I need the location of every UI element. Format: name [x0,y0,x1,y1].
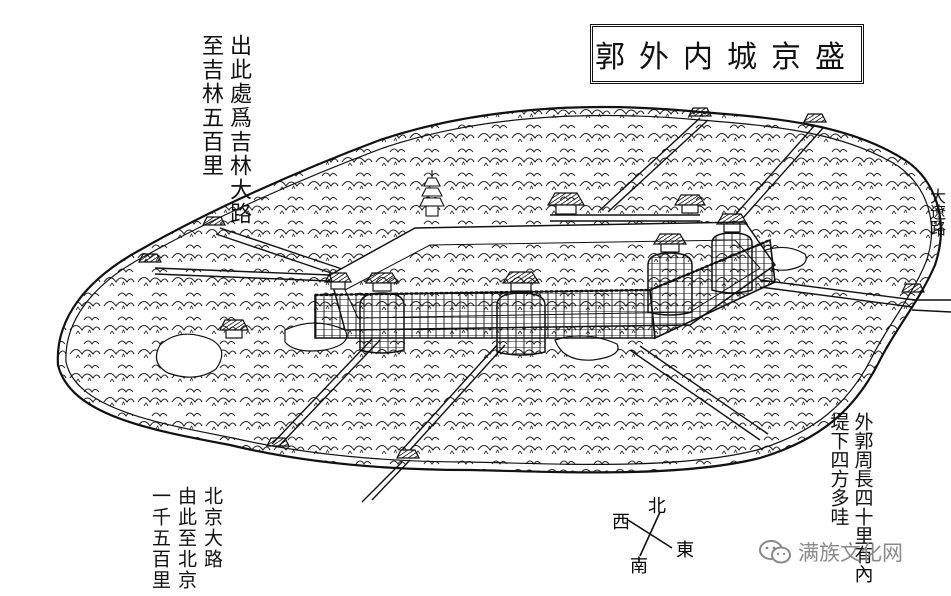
compass-north: 北 [648,496,666,517]
watermark-text: 满族文化网 [798,541,903,565]
east-road-label: 大遼路 [927,188,946,236]
title-cartouche: 盛京城内外郭 [590,24,864,84]
map-title: 盛京城内外郭 [595,40,859,75]
beijing-road-note-col1: 北京大路 [201,486,223,570]
compass-south: 南 [630,556,648,577]
wechat-logo-icon [759,540,791,564]
compass-east: 東 [676,540,694,561]
jilin-road-note-col1: 出此處爲吉林大路 [226,34,251,226]
jilin-road-note-col2: 至吉林五百里 [198,34,223,178]
ponds [155,246,807,378]
watermark: 满族文化网 [758,537,903,567]
pagoda-icon [419,170,445,217]
outer-wall-note-col2: 堤下四方多哇 [827,412,850,526]
beijing-road-note-col2: 由此至北京 [175,486,197,591]
gate-tower-icon [138,107,925,459]
beijing-road-note-col3: 一千五百里 [149,486,171,591]
barbican-gates [359,232,753,356]
compass-west: 西 [612,512,630,533]
outer-wall-note-col1: 外郭周長四十里有內 [851,412,874,583]
roads [154,117,951,503]
compass-rose-icon [627,511,673,557]
